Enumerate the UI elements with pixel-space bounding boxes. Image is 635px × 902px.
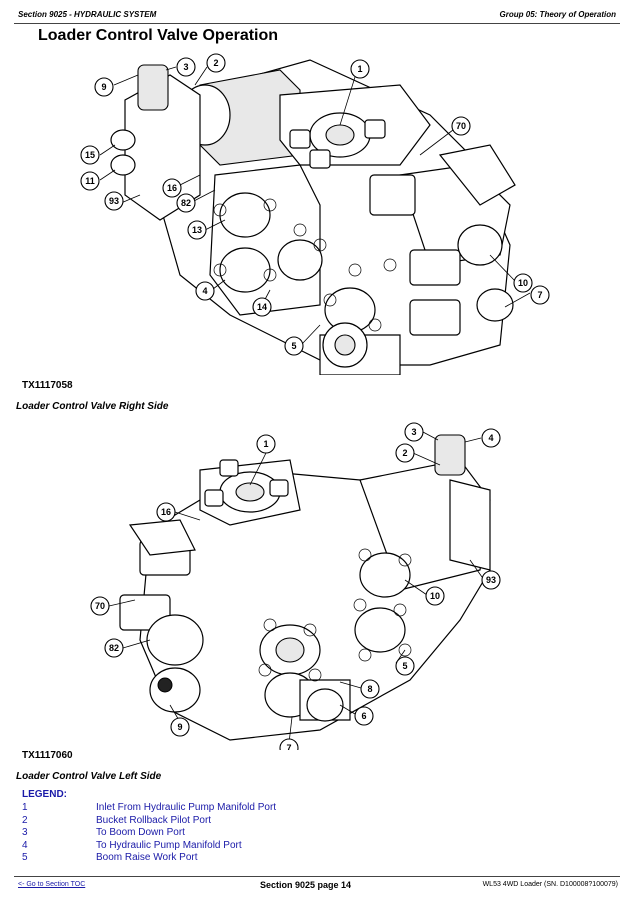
svg-text:7: 7: [537, 290, 542, 300]
svg-text:10: 10: [430, 591, 440, 601]
legend-description: To Boom Down Port: [96, 827, 185, 839]
svg-text:3: 3: [411, 427, 416, 437]
group-label: Group 05: Theory of Operation: [499, 10, 616, 19]
callout-5: 5: [395, 656, 415, 676]
legend-description: Inlet From Hydraulic Pump Manifold Port: [96, 802, 277, 813]
svg-text:15: 15: [85, 150, 95, 160]
valve-illustration-right: 9 3 2 1 70 15 11 93 16 82 13 4 14 5 10 7: [80, 53, 550, 375]
svg-text:70: 70: [95, 601, 105, 611]
callout-70: 16: [156, 502, 176, 522]
svg-text:93: 93: [486, 575, 496, 585]
svg-text:4: 4: [202, 286, 207, 296]
legend-item: 5 Boom Raise Work Port: [22, 852, 422, 865]
svg-text:5: 5: [402, 661, 407, 671]
legend-number: 4: [22, 839, 28, 851]
svg-text:14: 14: [257, 302, 267, 312]
callout-16: 16: [162, 178, 182, 198]
legend-number: 2: [22, 814, 28, 826]
model-label: WL53 4WD Loader (SN. D100008?100079): [482, 881, 618, 888]
legend-description: To Hydraulic Pump Manifold Port: [96, 839, 242, 851]
svg-text:93: 93: [109, 196, 119, 206]
figure-right-side: 9 3 2 1 70 15 11 93 16 82 13 4 14 5 10 7: [0, 45, 635, 375]
callout-10: 10: [513, 273, 533, 293]
section-toc-link[interactable]: <- Go to Section TOC: [18, 881, 86, 888]
svg-text:2: 2: [213, 58, 218, 68]
legend-description: Bucket Rollback Pilot Port: [96, 814, 212, 826]
callout-7: 7: [279, 738, 299, 750]
callout-14: 14: [252, 297, 272, 317]
svg-text:5: 5: [291, 341, 296, 351]
figure1-id: TX1117058: [22, 380, 73, 391]
callout-13: 13: [187, 220, 207, 240]
callout-82: 70: [90, 596, 110, 616]
callout-3: 3: [176, 57, 196, 77]
callout-70: 70: [451, 116, 471, 136]
callout-2: 2: [206, 53, 226, 73]
callout-1: 1: [350, 59, 370, 79]
section-label: Section 9025 - HYDRAULIC SYSTEM: [18, 10, 157, 19]
valve-illustration-left: 1 3 4 2 16 93 10 70 82 5 8 6 9 7: [90, 422, 501, 750]
figure2-id: TX1117060: [22, 750, 73, 761]
legend-number: 5: [22, 852, 28, 864]
figure1-caption: Loader Control Valve Right Side: [16, 401, 169, 412]
svg-text:3: 3: [183, 62, 188, 72]
callout-11: 11: [80, 171, 100, 191]
callout-4: 4: [481, 428, 501, 448]
page-header: Section 9025 - HYDRAULIC SYSTEM Group 05…: [14, 8, 620, 24]
callout-4: 9: [94, 77, 114, 97]
callout-group-figure2: 1 3 4 2 16 93 10 70 82 5 8 6 9 7: [90, 422, 501, 750]
callout-93: 93: [104, 191, 124, 211]
callout-9: 9: [170, 717, 190, 737]
page-number: Section 9025 page 14: [260, 880, 352, 890]
callout-9: 7: [530, 285, 550, 305]
legend-list: 1 Inlet From Hydraulic Pump Manifold Por…: [22, 802, 422, 865]
callout-3: 3: [404, 422, 424, 442]
legend-number: 1: [22, 802, 28, 813]
figure-left-side: 1 3 4 2 16 93 10 70 82 5 8 6 9 7: [0, 420, 635, 750]
svg-text:1: 1: [263, 439, 268, 449]
svg-text:13: 13: [192, 225, 202, 235]
callout-82: 82: [176, 193, 196, 213]
svg-text:82: 82: [181, 198, 191, 208]
legend-item: 1 Inlet From Hydraulic Pump Manifold Por…: [22, 802, 422, 815]
callout-2: 2: [395, 443, 415, 463]
svg-text:16: 16: [167, 183, 177, 193]
callout-group-figure1: 9 3 2 1 70 15 11 93 16 82 13 4 14 5 10 7: [80, 53, 550, 356]
svg-text:8: 8: [367, 684, 372, 694]
svg-text:70: 70: [456, 121, 466, 131]
legend-item: 4 To Hydraulic Pump Manifold Port: [22, 840, 422, 853]
callout-93: 93: [481, 570, 501, 590]
page-title: Loader Control Valve Operation: [38, 27, 279, 44]
legend-item: 3 To Boom Down Port: [22, 827, 422, 840]
legend-item: 2 Bucket Rollback Pilot Port: [22, 815, 422, 828]
svg-text:11: 11: [85, 176, 95, 186]
svg-text:10: 10: [518, 278, 528, 288]
svg-text:9: 9: [177, 722, 182, 732]
callout-10: 82: [104, 638, 124, 658]
legend-title: LEGEND:: [22, 789, 67, 800]
svg-text:6: 6: [361, 711, 366, 721]
svg-text:4: 4: [488, 433, 493, 443]
legend-number: 3: [22, 827, 28, 839]
callout-16: 10: [425, 586, 445, 606]
figure2-caption: Loader Control Valve Left Side: [16, 771, 162, 782]
callout-1: 1: [256, 434, 276, 454]
callout-7: 5: [284, 336, 304, 356]
page-footer: <- Go to Section TOC Section 9025 page 1…: [14, 876, 620, 892]
svg-text:9: 9: [101, 82, 106, 92]
svg-text:7: 7: [286, 743, 291, 750]
svg-text:82: 82: [109, 643, 119, 653]
svg-text:2: 2: [402, 448, 407, 458]
callout-6: 6: [354, 706, 374, 726]
svg-text:16: 16: [161, 507, 171, 517]
svg-text:1: 1: [357, 64, 362, 74]
callout-5: 4: [195, 281, 215, 301]
callout-15: 15: [80, 145, 100, 165]
legend-description: Boom Raise Work Port: [96, 852, 198, 864]
callout-8: 8: [360, 679, 380, 699]
